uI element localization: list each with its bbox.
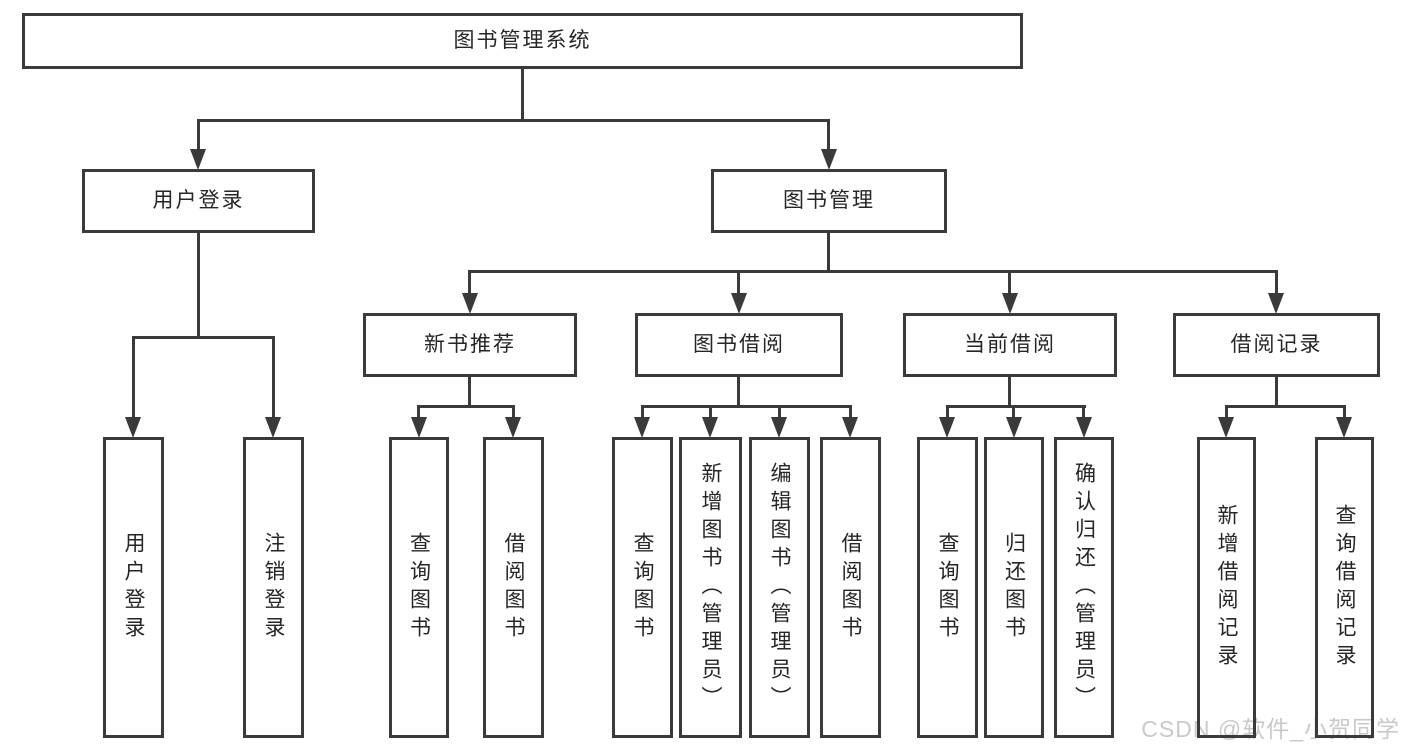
connector-line — [827, 119, 830, 152]
connector-line — [946, 405, 1086, 408]
connector-arrowhead — [462, 293, 478, 314]
node-book-management: 图书管理 — [711, 169, 947, 233]
connector-line — [1082, 405, 1085, 420]
leaf-query-books-current: 查询图书 — [917, 437, 978, 738]
leaf-logout: 注销登录 — [243, 437, 304, 738]
connector-line — [272, 336, 275, 420]
connector-line — [468, 377, 471, 408]
connector-line — [1343, 405, 1346, 420]
connector-arrowhead — [821, 149, 837, 170]
node-current-borrowing: 当前借阅 — [903, 313, 1117, 377]
connector-line — [946, 405, 949, 420]
leaf-borrow-books-recommend: 借阅图书 — [483, 437, 544, 738]
leaf-borrow-books-borrowing: 借阅图书 — [820, 437, 881, 738]
connector-arrowhead — [265, 417, 281, 438]
connector-line — [468, 270, 1278, 273]
connector-line — [521, 68, 524, 122]
connector-line — [737, 377, 740, 408]
connector-line — [132, 336, 275, 339]
connector-arrowhead — [1268, 293, 1284, 314]
connector-line — [132, 336, 135, 420]
connector-line — [641, 405, 644, 420]
leaf-add-book-admin: 新增图书（管理员） — [679, 437, 742, 738]
connector-line — [737, 270, 740, 296]
connector-line — [827, 232, 830, 273]
connector-line — [1012, 405, 1015, 420]
connector-line — [709, 405, 712, 420]
connector-arrowhead — [1336, 417, 1352, 438]
node-borrowing-records: 借阅记录 — [1173, 313, 1380, 377]
connector-arrowhead — [842, 417, 858, 438]
connector-line — [1225, 405, 1228, 420]
connector-line — [778, 405, 781, 420]
connector-arrowhead — [505, 417, 521, 438]
connector-line — [849, 405, 852, 420]
connector-line — [468, 270, 471, 296]
connector-line — [1008, 270, 1011, 296]
node-new-book-recommendation: 新书推荐 — [363, 313, 577, 377]
connector-line — [641, 405, 852, 408]
leaf-edit-book-admin: 编辑图书（管理员） — [749, 437, 810, 738]
connector-line — [197, 119, 829, 122]
connector-line — [1275, 270, 1278, 296]
connector-line — [417, 405, 515, 408]
leaf-query-books-borrowing: 查询图书 — [612, 437, 673, 738]
connector-arrowhead — [771, 417, 787, 438]
connector-arrowhead — [634, 417, 650, 438]
leaf-add-borrow-record: 新增借阅记录 — [1197, 437, 1256, 738]
connector-line — [197, 119, 200, 152]
connector-arrowhead — [1076, 417, 1092, 438]
node-user-login: 用户登录 — [82, 169, 315, 233]
connector-arrowhead — [702, 417, 718, 438]
connector-arrowhead — [1006, 417, 1022, 438]
connector-arrowhead — [1002, 293, 1018, 314]
connector-arrowhead — [190, 149, 206, 170]
connector-arrowhead — [125, 417, 141, 438]
leaf-confirm-return-admin: 确认归还（管理员） — [1054, 437, 1114, 738]
node-book-borrowing: 图书借阅 — [635, 313, 843, 377]
connector-line — [417, 405, 420, 420]
connector-arrowhead — [1218, 417, 1234, 438]
connector-line — [197, 232, 200, 339]
connector-line — [512, 405, 515, 420]
leaf-query-books-recommend: 查询图书 — [389, 437, 449, 738]
connector-arrowhead — [731, 293, 747, 314]
leaf-user-login: 用户登录 — [103, 437, 164, 738]
connector-line — [1275, 377, 1278, 408]
connector-arrowhead — [411, 417, 427, 438]
connector-arrowhead — [939, 417, 955, 438]
connector-line — [1225, 405, 1346, 408]
leaf-return-books: 归还图书 — [984, 437, 1044, 738]
leaf-query-borrow-record: 查询借阅记录 — [1315, 437, 1374, 738]
node-root: 图书管理系统 — [22, 13, 1023, 69]
connector-line — [1008, 377, 1011, 408]
